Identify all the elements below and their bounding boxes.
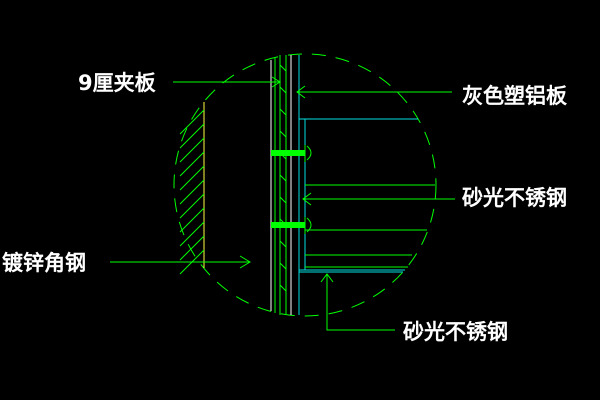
angle-steel-hatch xyxy=(179,102,205,275)
label-angle-steel: 镀锌角钢 xyxy=(2,251,86,275)
hatch-line xyxy=(279,108,287,116)
hatch-line xyxy=(279,130,287,138)
wall-layers xyxy=(270,55,300,315)
screw-top xyxy=(271,145,312,162)
hatch-line xyxy=(179,207,205,233)
hatch-line xyxy=(179,221,205,247)
hatch-line xyxy=(279,196,287,204)
leader-stainless-bottom xyxy=(320,273,395,331)
stainless-panels xyxy=(299,118,435,273)
leader-stainless-top xyxy=(302,192,455,206)
label-aluminum-panel: 灰色塑铝板 xyxy=(462,84,568,108)
hatch-line xyxy=(179,165,205,191)
leader-angle-steel xyxy=(110,255,251,269)
hatch-line xyxy=(179,179,205,205)
hatch-line xyxy=(179,235,205,261)
hatch-line xyxy=(279,240,287,248)
hatch-line xyxy=(279,262,287,270)
hatch-line xyxy=(279,64,287,72)
label-plywood: 9厘夹板 xyxy=(78,71,157,95)
label-stainless-bottom: 砂光不锈钢 xyxy=(403,320,508,344)
screw-bottom xyxy=(271,217,312,234)
hatch-line xyxy=(179,109,205,135)
detail-circle xyxy=(173,53,437,317)
hatch-line xyxy=(179,151,205,177)
hatch-line xyxy=(179,123,205,149)
leader-aluminum-panel xyxy=(296,85,452,99)
hatch-line xyxy=(279,284,287,292)
leader-plywood xyxy=(173,76,281,88)
hatch-line xyxy=(279,174,287,182)
hatch-line xyxy=(279,86,287,94)
hatch-line xyxy=(179,193,205,219)
label-stainless-top: 砂光不锈钢 xyxy=(462,186,567,210)
hatch-line xyxy=(179,137,205,163)
